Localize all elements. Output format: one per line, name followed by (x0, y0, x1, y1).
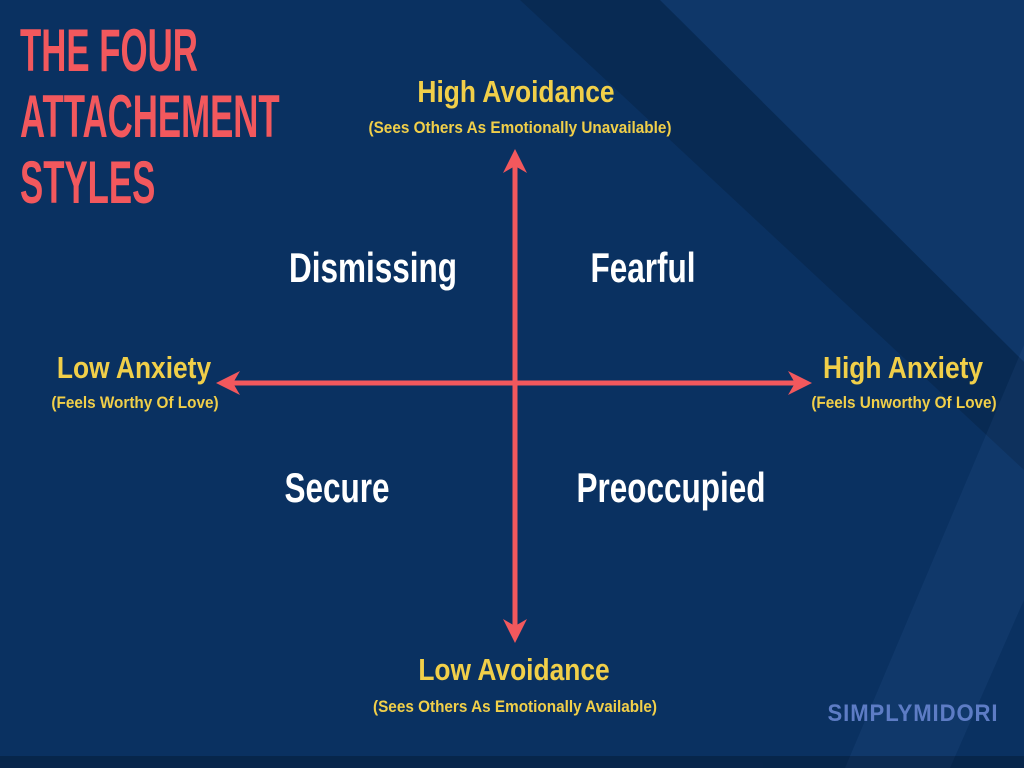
axis-label-high-avoidance: High Avoidance (417, 74, 615, 109)
arrow-right-icon (788, 371, 812, 395)
page-title-line-1: THE FOUR (20, 17, 198, 84)
axis-sublabel-low-avoidance: (Sees Others As Emotionally Available) (373, 697, 657, 716)
axis-label-low-anxiety: Low Anxiety (56, 350, 212, 385)
quadrant-label-dismissing: Dismissing (288, 244, 458, 291)
page-title-line-3: STYLES (20, 149, 156, 216)
quadrant-label-preoccupied: Preoccupied (576, 464, 766, 511)
watermark-logo: SIMPLYMIDORI (827, 700, 999, 727)
quadrant-label-fearful: Fearful (590, 244, 696, 291)
axis-sublabel-high-avoidance: (Sees Others As Emotionally Unavailable) (368, 118, 672, 137)
arrow-left-icon (216, 371, 240, 395)
arrow-up-icon (503, 149, 527, 173)
page-title: THE FOUR ATTACHEMENT STYLES (20, 18, 280, 216)
axis-label-low-avoidance: Low Avoidance (418, 652, 610, 687)
axis-label-high-anxiety: High Anxiety (822, 350, 984, 385)
arrow-down-icon (503, 619, 527, 643)
page-title-line-2: ATTACHEMENT (20, 83, 280, 150)
axis-sublabel-low-anxiety: (Feels Worthy Of Love) (51, 393, 219, 412)
quadrant-label-secure: Secure (284, 464, 390, 511)
axis-sublabel-high-anxiety: (Feels Unworthy Of Love) (811, 393, 997, 412)
